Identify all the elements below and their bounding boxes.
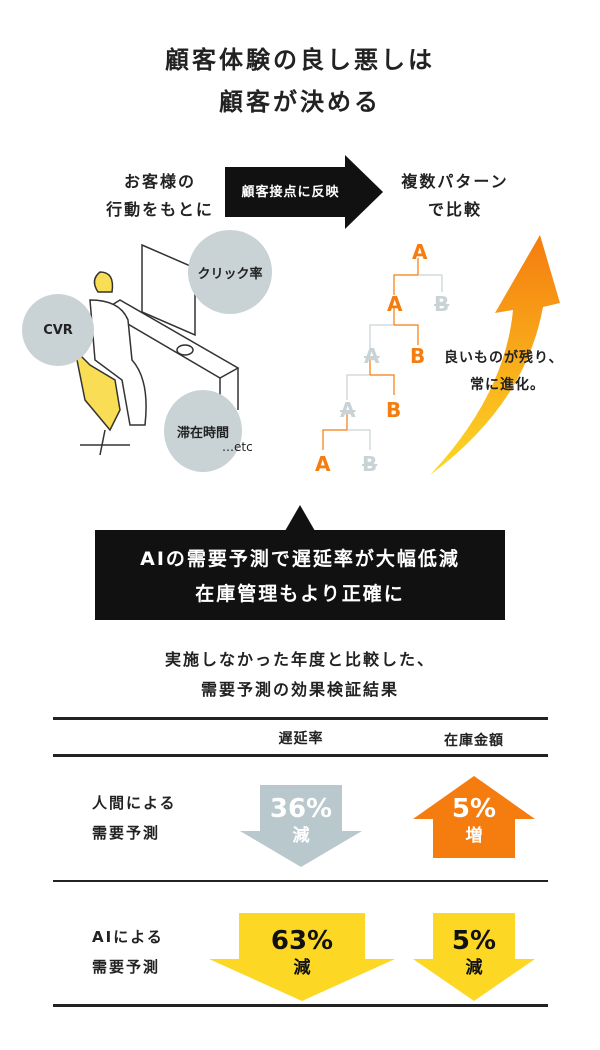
cell-value: 5% — [451, 794, 497, 824]
cell-value: 63% — [270, 926, 334, 956]
ab-test-tree-diagram — [322, 258, 443, 450]
cell-value: 5% — [451, 926, 497, 956]
metric-stay-time: 滞在時間 — [164, 390, 242, 472]
header-delay-rate: 遅延率 — [278, 731, 324, 747]
callout-line1: AIの需要予測で遅延率が大幅低減 — [140, 548, 460, 570]
header-inventory-amount: 在庫金額 — [444, 733, 504, 749]
flow-right-line1: 複数パターン — [401, 172, 509, 191]
cell-change: 減 — [465, 957, 483, 978]
tree-a: A — [315, 452, 331, 476]
page-title-line2: 顧客が決める — [219, 88, 381, 116]
caption-line2: 需要予測の効果検証結果 — [200, 680, 399, 699]
table-bottom-rule — [53, 1004, 548, 1007]
row-label-line1: 人間による — [92, 794, 177, 812]
tree-a-eliminated: A — [364, 344, 380, 368]
flow-left-line1: お客様の — [123, 172, 196, 191]
inventory-cell: 5%増 — [413, 793, 535, 847]
person-at-desk-illustration — [73, 243, 240, 456]
cell-change: 減 — [293, 957, 311, 978]
callout-pointer-icon — [285, 505, 315, 531]
tree-a-winner: A — [412, 240, 428, 264]
flow-arrow-label: 顧客接点に反映 — [241, 185, 340, 200]
tree-a: A — [387, 292, 403, 316]
delay-cell: 36%減 — [240, 793, 362, 847]
tree-b-eliminated: B — [434, 292, 450, 316]
flow-right-line2: で比較 — [427, 200, 482, 219]
flow-arrow-icon — [225, 155, 383, 229]
evolution-line1: 良いものが残り、 — [444, 350, 564, 366]
table-row-divider — [53, 880, 548, 882]
delay-cell: 63%減 — [209, 925, 395, 979]
down-arrow-icon — [413, 913, 535, 1001]
callout-line2: 在庫管理もより正確に — [195, 583, 405, 605]
tree-b-eliminated: B — [362, 452, 378, 476]
metric-cvr: CVR — [22, 294, 94, 366]
tree-b: B — [410, 344, 426, 368]
tree-a-eliminated: A — [340, 398, 356, 422]
down-arrow-icon — [240, 785, 362, 867]
caption-line1: 実施しなかった年度と比較した、 — [164, 650, 435, 669]
tree-b: B — [386, 398, 402, 422]
page-title-line1: 顧客体験の良し悪しは — [165, 46, 435, 74]
flow-left-line2: 行動をもとに — [106, 200, 214, 219]
row-label-line2: 需要予測 — [92, 958, 161, 976]
metric-etc: …etc — [222, 440, 253, 454]
table-header-rule — [53, 754, 548, 757]
cell-change: 増 — [465, 825, 483, 846]
row-label-line2: 需要予測 — [92, 824, 161, 842]
cell-change: 減 — [292, 825, 310, 846]
callout-box — [95, 530, 505, 620]
row-label-line1: AIによる — [92, 928, 164, 946]
growth-arrow-icon — [430, 235, 560, 475]
table-top-rule — [53, 717, 548, 720]
cell-value: 36% — [269, 794, 333, 824]
metric-click-rate: クリック率 — [188, 230, 272, 314]
evolution-line2: 常に進化。 — [470, 377, 545, 393]
up-arrow-icon — [413, 776, 535, 858]
inventory-cell: 5%減 — [413, 925, 535, 979]
down-arrow-icon — [209, 913, 395, 1001]
